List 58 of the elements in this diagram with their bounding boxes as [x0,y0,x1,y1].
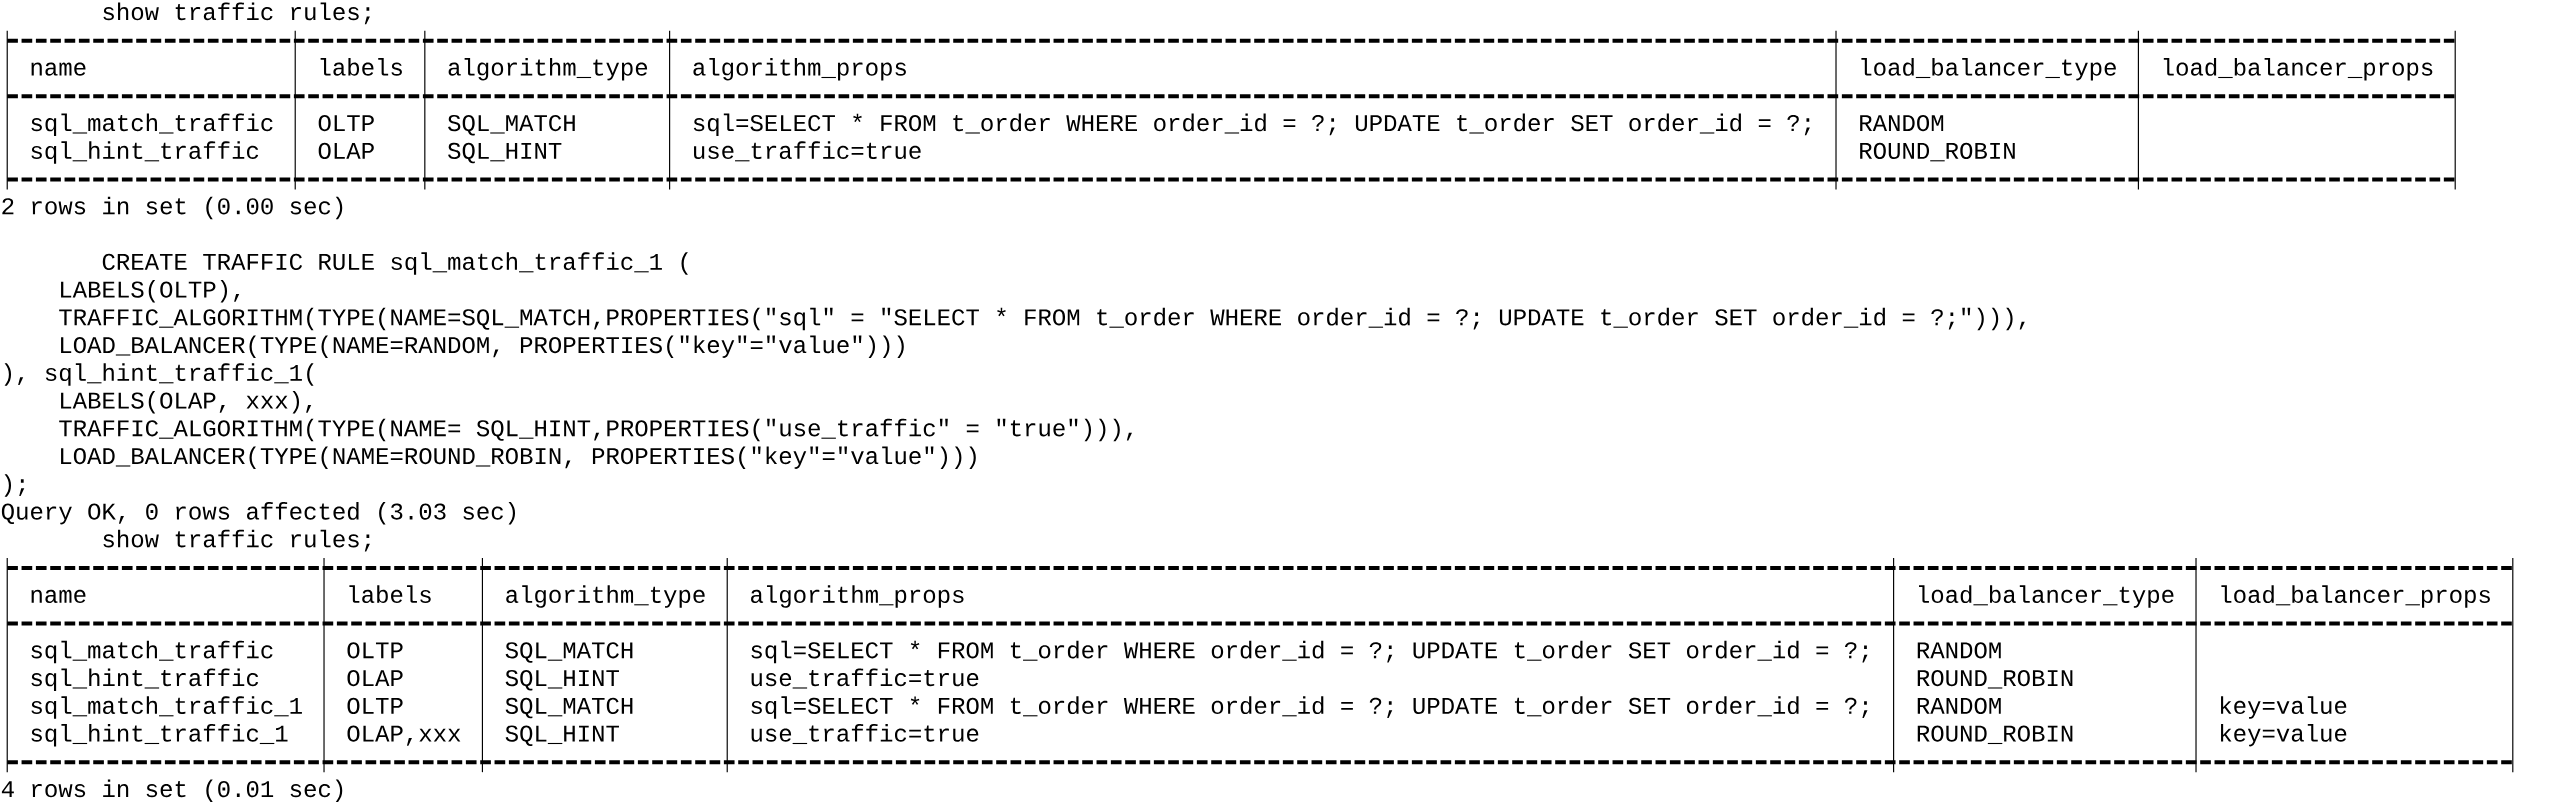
table-cell: key=value [2221,724,2347,747]
table-cell: sql=SELECT * FROM t_order WHERE order_id = ?; UPDATE t_order SET order_id = ?; [751,696,1868,719]
table-cell: SQL_HINT [505,725,619,747]
table-cell: sql_hint_traffic_1 [31,724,288,747]
table-cell: SQL_HINT [505,669,619,691]
status-line: Query OK, 0 rows affected (3.03 sec) [1,502,516,525]
column-header: algorithm_type [506,585,705,608]
status-line: 4 rows in set (0.01 sec) [1,779,343,802]
table-cell: RANDOM [1917,642,2001,659]
sql-line: ), sql_hint_traffic_1( [4,363,314,386]
sql-line: LABELS(OLAP, xxx), [61,391,312,414]
table-cell: OLAP [318,142,374,159]
table-cell: sql_hint_traffic [31,668,259,691]
command-line: show traffic rules; [103,529,370,552]
table-cell: ROUND_ROBIN [1917,669,2073,689]
sql-line: LABELS(OLTP), [61,280,240,303]
command-line: CREATE TRAFFIC RULE sql_match_traffic_1 ( [102,252,688,275]
column-header: load_balancer_props [2163,58,2433,81]
table-cell: OLAP,xxx [347,725,461,746]
table-cell: OLTP [347,697,403,714]
column-header: load_balancer_type [1919,585,2174,608]
column-header: labels [320,58,402,76]
sql-line: TRAFFIC_ALGORITHM(TYPE(NAME=SQL_MATCH,PROPERTIES("sql" = "SELECT * FROM t_order WHERE order_id = ?; UPDATE t_order SET order_id = ?;"))), [59,307,2025,331]
table-cell: use_traffic=true [751,724,979,745]
table-cell: sql_match_traffic_1 [31,696,302,719]
table-cell: sql_match_traffic [31,113,273,136]
column-header: algorithm_props [693,58,906,81]
table-cell: RANDOM [1860,114,1944,132]
sql-line: LOAD_BALANCER(TYPE(NAME=ROUND_ROBIN, PROPERTIES("key"="value"))) [61,446,976,469]
column-header: algorithm_type [448,58,648,81]
table-cell: ROUND_ROBIN [1917,725,2073,745]
table-cell: OLTP [318,114,374,132]
table-cell: sql_hint_traffic [31,141,259,164]
table-cell: SQL_MATCH [505,642,633,663]
table-cell: sql_match_traffic [31,640,273,664]
table-cell: key=value [2221,696,2347,719]
status-line: 2 rows in set (0.00 sec) [2,196,343,220]
table-cell: SQL_MATCH [448,114,575,136]
column-header: load_balancer_type [1861,58,2116,81]
table-cell: use_traffic=true [694,141,921,162]
table-cell: ROUND_ROBIN [1860,142,2015,162]
table-cell: SQL_MATCH [505,697,633,719]
sql-line: TRAFFIC_ALGORITHM(TYPE(NAME= SQL_HINT,PROPERTIES("use_traffic" = "true"))), [59,418,1132,442]
column-header: name [31,62,86,76]
column-header: algorithm_props [751,585,964,608]
column-header: name [31,589,86,603]
table-cell: RANDOM [1917,697,2001,714]
sql-line: LOAD_BALANCER(TYPE(NAME=RANDOM, PROPERTIES("key"="value"))) [61,335,904,358]
table-cell: use_traffic=true [751,668,979,689]
table-cell: sql=SELECT * FROM t_order WHERE order_id = ?; UPDATE t_order SET order_id = ?; [751,640,1868,664]
table-cell: OLTP [347,642,403,659]
sql-line: ); [4,474,25,497]
table-cell: SQL_HINT [448,142,562,164]
column-header: load_balancer_props [2221,585,2490,608]
table-cell: sql=SELECT * FROM t_order WHERE order_id = ?; UPDATE t_order SET order_id = ?; [693,113,1810,136]
column-header: labels [349,585,431,603]
table-cell: OLAP [347,669,403,687]
command-line: show traffic rules; [103,2,370,25]
